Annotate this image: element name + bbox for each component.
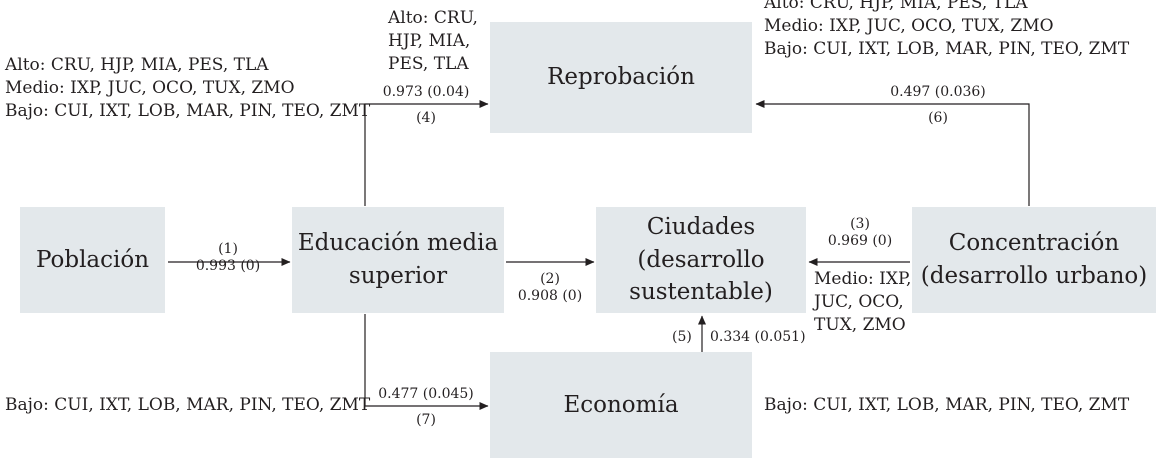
arrow-educacion-reprobacion bbox=[364, 100, 489, 206]
node-ciudades-line-3: sustentable) bbox=[629, 279, 773, 306]
group-label-economia-right: Bajo: CUI, IXT, LOB, MAR, PIN, TEO, ZMT bbox=[764, 395, 1130, 415]
group-alto: Alto: CRU, HJP, MIA, PES, TLA bbox=[5, 55, 269, 75]
node-concentracion: Concentración (desarrollo urbano) bbox=[912, 207, 1156, 313]
node-ciudades: Ciudades (desarrollo sustentable) bbox=[596, 207, 806, 313]
group-alto-line-1: Alto: CRU, bbox=[388, 8, 478, 28]
node-ciudades-line-2: (desarrollo bbox=[637, 246, 765, 273]
node-reprobacion: Reprobación bbox=[490, 22, 752, 133]
edge-1-coef: 0.993 (0) bbox=[195, 257, 261, 274]
group-medio-line-1: Medio: IXP, bbox=[814, 269, 912, 289]
group-bajo: Bajo: CUI, IXT, LOB, MAR, PIN, TEO, ZMT bbox=[764, 38, 1130, 59]
edge-2-coef: 0.908 (0) bbox=[517, 287, 583, 304]
arrow-educacion-economia bbox=[364, 314, 489, 410]
node-poblacion: Población bbox=[20, 207, 165, 313]
node-reprobacion-label: Reprobación bbox=[547, 64, 695, 91]
node-educacion-media-superior: Educación media superior bbox=[292, 207, 504, 313]
node-educacion-line-2: superior bbox=[348, 263, 448, 289]
group-label-top-right: Alto: CRU, HJP, MIA, PES, TLA Medio: IXP… bbox=[764, 0, 1129, 60]
group-medio: Medio: IXP, JUC, OCO, TUX, ZMO bbox=[764, 15, 1054, 36]
edge-4-coef: 0.973 (0.04) bbox=[382, 84, 470, 100]
group-alto-line-2: HJP, MIA, bbox=[388, 30, 471, 51]
edge-7-id: (7) bbox=[416, 412, 436, 428]
group-alto: Alto: CRU, HJP, MIA, PES, TLA bbox=[764, 0, 1028, 13]
arrow-concentracion-reprobacion bbox=[755, 100, 1030, 206]
node-economia: Economía bbox=[490, 352, 752, 458]
group-label-economia-left: Bajo: CUI, IXT, LOB, MAR, PIN, TEO, ZMT bbox=[5, 395, 371, 415]
node-poblacion-label: Población bbox=[35, 246, 150, 273]
group-medio: Medio: IXP, JUC, OCO, TUX, ZMO bbox=[5, 77, 295, 98]
edge-2-id: (2) bbox=[540, 271, 560, 287]
edge-6-coef: 0.497 (0.036) bbox=[890, 84, 986, 100]
edge-3-id: (3) bbox=[850, 216, 870, 232]
edge-4-id: (4) bbox=[416, 110, 436, 126]
edge-6-id: (6) bbox=[928, 110, 948, 126]
group-label-edge-3: Medio: IXP, JUC, OCO, TUX, ZMO bbox=[814, 268, 911, 336]
group-medio-line-3: TUX, ZMO bbox=[814, 314, 906, 335]
group-alto-line-3: PES, TLA bbox=[388, 53, 469, 74]
group-label-left-educacion: Alto: CRU, HJP, MIA, PES, TLA Medio: IXP… bbox=[5, 54, 370, 122]
edge-5-id: (5) bbox=[672, 329, 692, 345]
edge-7-coef: 0.477 (0.045) bbox=[378, 386, 474, 402]
edge-1-id: (1) bbox=[218, 241, 238, 257]
edge-2-label: (2) 0.908 (0) bbox=[510, 271, 590, 305]
edge-1-label: (1) 0.993 (0) bbox=[188, 241, 268, 275]
group-medio-line-2: JUC, OCO, bbox=[814, 291, 904, 312]
node-concentracion-line-2: (desarrollo urbano) bbox=[920, 263, 1148, 289]
edge-3-coef: 0.969 (0) bbox=[827, 232, 893, 249]
node-educacion-line-1: Educación media bbox=[297, 230, 499, 257]
node-concentracion-line-1: Concentración bbox=[948, 230, 1120, 257]
group-bajo: Bajo: CUI, IXT, LOB, MAR, PIN, TEO, ZMT bbox=[5, 100, 371, 121]
edge-5-coef: 0.334 (0.051) bbox=[710, 329, 806, 345]
group-label-edge-4: Alto: CRU, HJP, MIA, PES, TLA bbox=[388, 7, 478, 75]
edge-3-label: (3) 0.969 (0) bbox=[820, 216, 900, 250]
node-economia-label: Economía bbox=[563, 391, 679, 418]
node-ciudades-line-1: Ciudades bbox=[646, 214, 756, 241]
